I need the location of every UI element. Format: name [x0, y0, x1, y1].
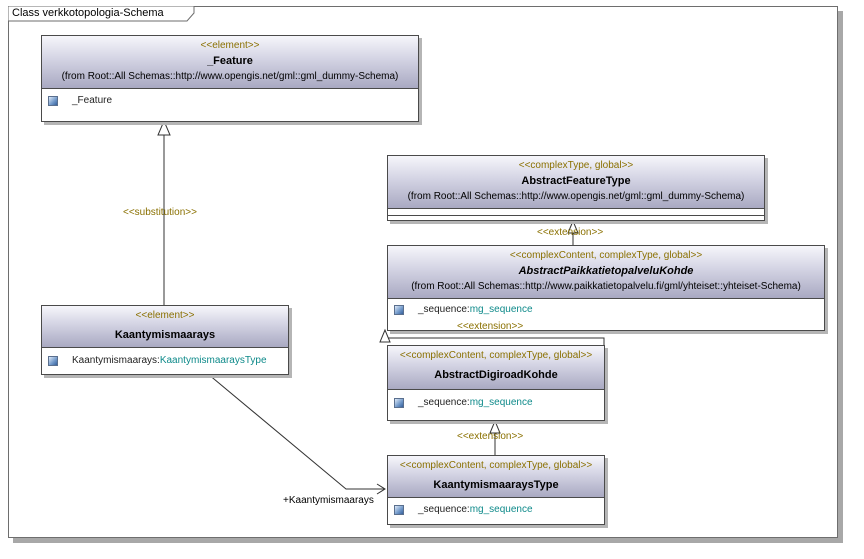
class-stereotype: <<complexContent, complexType, global>> [399, 460, 593, 471]
class-name: AbstractDigiroadKohde [434, 369, 558, 381]
class-origin: (from Root::All Schemas::http://www.open… [61, 71, 399, 82]
class-attribute: _sequence:mg_sequence [394, 395, 598, 411]
association-line [207, 373, 385, 490]
class-stereotype: <<element>> [135, 310, 195, 321]
class-stereotype: <<complexContent, complexType, global>> [399, 350, 593, 361]
class-stereotype: <<complexType, global>> [518, 160, 634, 171]
class-attribute: Kaantymismaarays:KaantymismaaraysType [48, 353, 282, 369]
extension-arrowhead-2 [379, 328, 391, 343]
class-feature[interactable]: <<element>> _Feature (from Root::All Sch… [41, 35, 419, 122]
attribute-icon [394, 305, 404, 315]
class-origin: (from Root::All Schemas::http://www.paik… [411, 281, 801, 292]
class-abstract-digiroad-kohde[interactable]: <<complexContent, complexType, global>> … [387, 345, 605, 421]
class-name: AbstractPaikkatietopalveluKohde [518, 265, 694, 277]
class-attribute: _sequence:mg_sequence [394, 502, 598, 518]
class-attribute: _Feature [48, 93, 412, 109]
substitution-label: <<substitution>> [123, 207, 197, 218]
attribute-icon [48, 356, 58, 366]
attribute-icon [394, 398, 404, 408]
substitution-arrowhead [157, 119, 171, 136]
class-name: KaantymismaaraysType [433, 479, 559, 491]
extension-label-1: <<extension>> [537, 227, 604, 238]
extension-label-3: <<extension>> [457, 431, 524, 442]
class-abstract-paikkatietopalvelu-kohde[interactable]: <<complexContent, complexType, global>> … [387, 245, 825, 331]
class-name: _Feature [207, 55, 253, 67]
class-kaantymismaarays-type[interactable]: <<complexContent, complexType, global>> … [387, 455, 605, 525]
extension-line-2 [384, 337, 605, 345]
extension-arrowhead-1 [567, 219, 579, 234]
class-stereotype: <<element>> [200, 40, 260, 51]
attribute-icon [48, 96, 58, 106]
class-name: Kaantymismaarays [114, 329, 216, 341]
class-stereotype: <<complexContent, complexType, global>> [509, 250, 703, 261]
class-abstract-feature-type[interactable]: <<complexType, global>> AbstractFeatureT… [387, 155, 765, 221]
class-attribute-compartment [388, 209, 764, 216]
class-attribute: _sequence:mg_sequence [394, 302, 818, 318]
class-name: AbstractFeatureType [521, 175, 631, 187]
association-role-label: +Kaantymismaarays [283, 495, 374, 506]
class-kaantymismaarays[interactable]: <<element>> Kaantymismaarays Kaantymisma… [41, 305, 289, 375]
extension-arrowhead-3 [489, 419, 501, 434]
association-arrowhead [376, 483, 386, 495]
extension-label-2: <<extension>> [457, 321, 524, 332]
diagram-title: Class verkkotopologia-Schema [12, 7, 164, 19]
attribute-icon [394, 505, 404, 515]
class-origin: (from Root::All Schemas::http://www.open… [407, 191, 745, 202]
